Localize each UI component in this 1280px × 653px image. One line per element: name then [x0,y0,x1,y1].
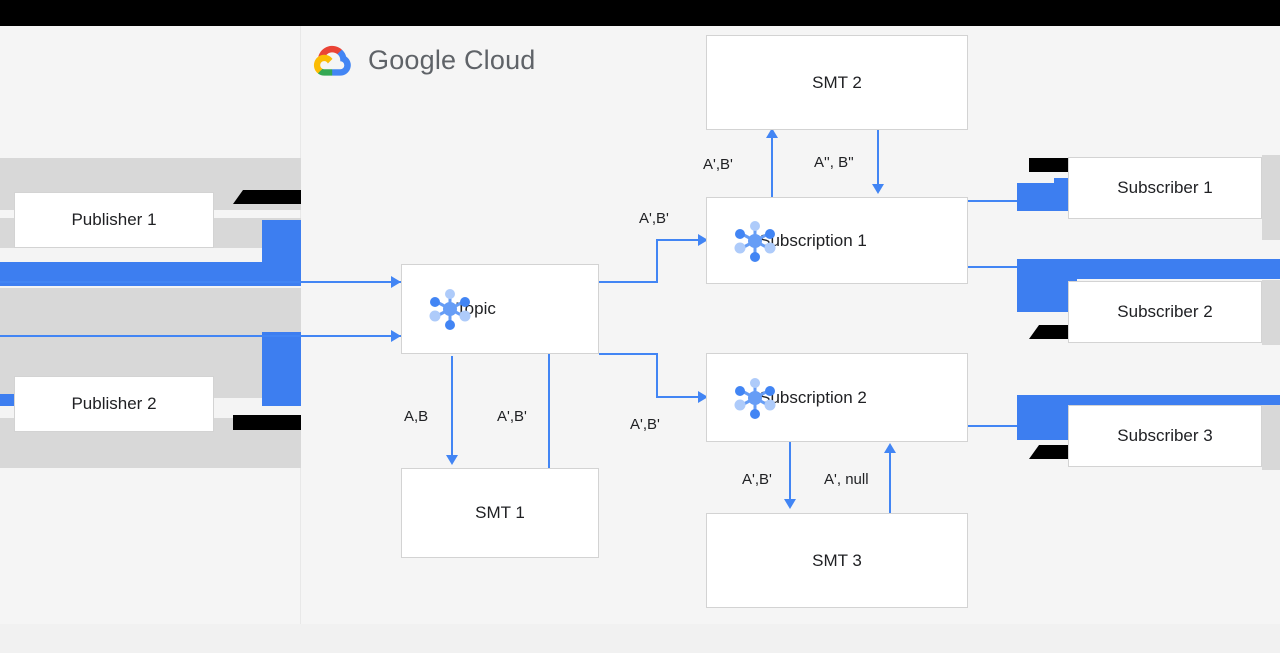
google-cloud-wordmark: Google Cloud [368,45,536,76]
render-artifact-blue-block [1017,395,1077,440]
node-subscription-1[interactable]: Subscription 1 [706,197,968,284]
pubsub-icon [729,217,781,265]
pubsub-icon [424,285,476,333]
node-label: Subscriber 1 [1117,178,1213,197]
wordmark-cloud: Cloud [463,44,536,75]
render-artifact-blue-block [1054,178,1077,188]
render-artifact-gray-band [1262,155,1280,240]
edge-label-topic-to-sub1: A',B' [639,210,669,227]
edge-topic-to-sub2-seg3 [656,396,711,398]
arrowhead-topic-to-smt1 [446,455,458,465]
render-artifact-blue-block [1017,259,1077,312]
arrowhead-topic-to-sub1 [698,234,708,246]
node-smt-2[interactable]: SMT 2 [706,35,968,130]
edge-label-smt2-to-sub1: A'', B'' [814,154,854,171]
node-label: Subscription 1 [759,230,867,250]
edge-sub2-to-smt3 [789,441,791,503]
node-publisher-2[interactable]: Publisher 2 [14,376,214,432]
google-cloud-logo: Google Cloud [310,42,536,78]
arrowhead-publisher1-to-topic [391,276,401,288]
arrowhead-sub2-to-smt3 [784,499,796,509]
edge-label-topic-to-sub2: A',B' [630,416,660,433]
edge-label-smt1-to-topic: A',B' [497,408,527,425]
render-artifact-black-bar [1029,445,1069,459]
edge-sub1-to-smt2 [771,136,773,198]
node-label: Subscription 2 [759,387,867,407]
node-label: Subscriber 2 [1117,302,1213,321]
edge-smt1-to-topic [548,334,550,468]
render-artifact-black-bar [233,190,301,204]
node-subscription-2[interactable]: Subscription 2 [706,353,968,442]
edge-label-smt3-to-sub2: A', null [824,471,869,488]
node-smt-1[interactable]: SMT 1 [401,468,599,558]
render-artifact-black-bar [1029,158,1069,172]
node-label: SMT 1 [475,503,525,522]
edge-topic-to-smt1 [451,356,453,462]
render-artifact-black-bar [1029,325,1069,339]
render-artifact-gray-band [1262,280,1280,345]
arrowhead-smt2-to-sub1 [872,184,884,194]
edge-label-topic-to-smt1: A,B [404,408,429,425]
edge-topic-to-sub2-seg2 [656,353,658,397]
edge-topic-to-sub1-seg1 [599,281,658,283]
edge-smt2-to-sub1 [877,130,879,188]
node-subscriber-2[interactable]: Subscriber 2 [1068,281,1262,343]
node-subscriber-3[interactable]: Subscriber 3 [1068,405,1262,467]
node-label: Publisher 2 [71,394,157,413]
arrowhead-publisher2-to-topic [391,330,401,342]
edge-label-sub2-to-smt3: A',B' [742,471,772,488]
edge-publisher2-to-topic [0,335,411,337]
node-label: Subscriber 3 [1117,426,1213,445]
node-smt-3[interactable]: SMT 3 [706,513,968,608]
render-artifact-blue-block [262,220,301,286]
edge-topic-to-sub1-seg2 [656,239,658,283]
node-label: SMT 3 [812,550,862,570]
node-label: Publisher 1 [71,210,157,229]
wordmark-google: Google [368,44,457,75]
window-top-bar [0,0,1280,26]
node-label: SMT 2 [812,72,862,92]
edge-publisher1-to-topic [0,281,411,283]
node-subscriber-1[interactable]: Subscriber 1 [1068,157,1262,219]
edge-topic-to-sub2-seg1 [599,353,658,355]
render-artifact-blue-block [262,332,301,406]
render-artifact-black-bar [233,415,301,430]
edge-topic-to-sub1-seg3 [656,239,711,241]
edge-smt3-to-sub2 [889,450,891,514]
edge-label-sub1-to-smt2: A',B' [703,156,733,173]
google-cloud-logo-icon [310,42,354,78]
pubsub-icon [729,374,781,422]
arrowhead-topic-to-sub2 [698,391,708,403]
node-topic[interactable]: Topic [401,264,599,354]
arrowhead-sub1-to-smt2 [766,128,778,138]
render-artifact-blue-bar [1017,259,1280,279]
page-footer-band [0,624,1280,653]
render-artifact-gray-band [1262,405,1280,470]
node-publisher-1[interactable]: Publisher 1 [14,192,214,248]
arrowhead-smt3-to-sub2 [884,443,896,453]
